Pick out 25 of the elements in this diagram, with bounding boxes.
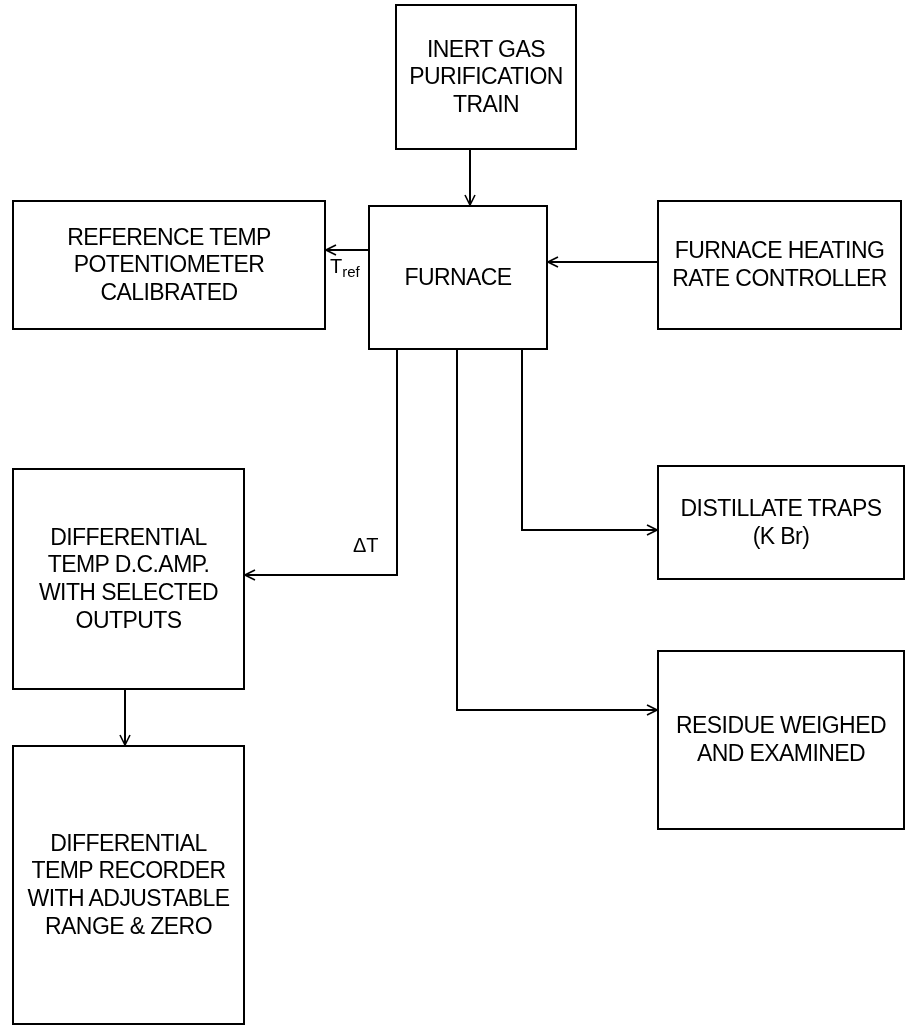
arrow bbox=[119, 689, 131, 746]
arrow bbox=[325, 244, 369, 256]
box-label: FURNACE HEATING RATE CONTROLLER bbox=[671, 237, 888, 293]
edge-label: T$_{ref}$ bbox=[329, 256, 361, 276]
process-box bbox=[657, 200, 902, 330]
edge-label: ΔT bbox=[352, 535, 380, 555]
arrow bbox=[521, 349, 658, 536]
process-box bbox=[657, 650, 905, 830]
process-box bbox=[368, 205, 548, 350]
process-box bbox=[12, 468, 245, 690]
process-box bbox=[12, 745, 245, 1025]
arrow bbox=[464, 149, 476, 206]
box-label: DIFFERENTIAL TEMP D.C.AMP. WITH SELECTED OUTPUTS bbox=[37, 523, 220, 635]
box-label: RESIDUE WEIGHED AND EXAMINED bbox=[675, 712, 887, 768]
box-label: DISTILLATE TRAPS (K Br) bbox=[679, 494, 883, 551]
arrow bbox=[456, 349, 658, 716]
box-label: DIFFERENTIAL TEMP RECORDER WITH ADJUSTABLE RANGE & ZERO bbox=[26, 829, 231, 941]
arrow bbox=[547, 256, 658, 268]
process-box bbox=[395, 4, 577, 150]
box-label: FURNACE bbox=[404, 263, 512, 292]
box-label: REFERENCE TEMP POTENTIOMETER CALIBRATED bbox=[66, 223, 272, 307]
process-box bbox=[657, 465, 905, 580]
box-label: INERT GAS PURIFICATION TRAIN bbox=[408, 35, 564, 119]
process-box bbox=[12, 200, 326, 330]
arrow bbox=[244, 349, 398, 581]
